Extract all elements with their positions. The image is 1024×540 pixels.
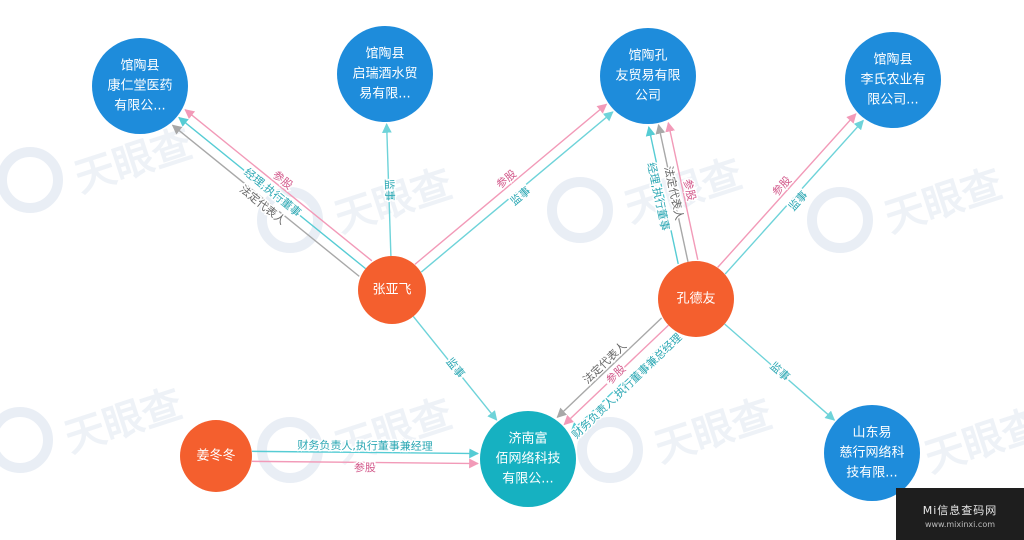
edge-line xyxy=(252,448,480,459)
corner-badge-url: www.mixinxi.com xyxy=(924,520,996,529)
edge-line xyxy=(420,111,614,273)
node-circle[interactable] xyxy=(337,26,433,122)
node-circle[interactable] xyxy=(358,256,426,324)
watermark-text: 天眼查 xyxy=(879,161,1007,242)
node-label: 山东易 xyxy=(852,426,891,441)
edge-line xyxy=(570,331,676,433)
node-label: 馆陶县 xyxy=(120,58,159,74)
watermark-text: 天眼查 xyxy=(329,161,457,242)
node-label: 康仁堂医药 xyxy=(107,78,172,94)
corner-badge-title: Mi信息查码网 xyxy=(922,504,998,517)
edge-line xyxy=(724,323,836,421)
node-label: 孔德友 xyxy=(676,291,715,307)
edge-label: 参股 xyxy=(769,173,794,199)
node-person[interactable]: 孔德友 xyxy=(658,261,734,337)
node-person[interactable]: 张亚飞 xyxy=(358,256,426,324)
edge-line xyxy=(556,317,663,418)
edge-label: 参股 xyxy=(681,178,699,202)
edge-line xyxy=(717,113,857,268)
edge-line xyxy=(724,119,864,275)
edge-line xyxy=(171,124,360,277)
node-label: 有限公... xyxy=(502,472,553,487)
edge-line xyxy=(645,126,679,265)
edge-line xyxy=(655,123,689,262)
edge-manager: 财务负责人,执行董事兼经理 xyxy=(252,436,480,459)
edge-label: 财务负责人,执行董事兼经理 xyxy=(297,438,433,453)
watermark-text: 天眼查 xyxy=(59,381,187,462)
watermark-logo-icon xyxy=(257,187,323,253)
corner-watermark-badge: Mi信息查码网 www.mixinxi.com xyxy=(896,488,1024,540)
edge-line xyxy=(178,116,367,270)
edge-shareholder: 参股 xyxy=(665,121,701,260)
node-circle[interactable] xyxy=(658,261,734,337)
node-company[interactable]: 馆陶县康仁堂医药有限公... xyxy=(92,38,188,134)
node-circle[interactable] xyxy=(824,405,920,501)
node-label: 馆陶孔 xyxy=(628,48,667,64)
node-label: 姜冬冬 xyxy=(196,448,235,464)
edge-line xyxy=(665,121,699,260)
node-label: 慈行网络科 xyxy=(839,445,904,461)
edge-line xyxy=(382,122,392,257)
node-label: 技有限... xyxy=(846,466,897,481)
node-label: 易有限... xyxy=(359,87,410,102)
watermark-logo-icon xyxy=(547,177,613,243)
node-company[interactable]: 馆陶县李氏农业有限公司... xyxy=(845,32,941,128)
watermark-logo-icon xyxy=(577,417,643,483)
node-label: 李氏农业有 xyxy=(860,73,925,88)
watermark-text: 天眼查 xyxy=(329,391,457,472)
node-target[interactable]: 济南富佰网络科技有限公... xyxy=(480,411,576,507)
edge-line xyxy=(184,109,373,262)
edge-line xyxy=(563,324,669,426)
edge-supervisor: 监事 xyxy=(381,122,398,257)
node-circle[interactable] xyxy=(845,32,941,128)
edge-line xyxy=(412,316,498,421)
node-circle[interactable] xyxy=(92,38,188,134)
edge-shareholder: 参股 xyxy=(563,324,669,426)
edge-label: 参股 xyxy=(493,166,519,191)
edge-shareholder: 参股 xyxy=(251,458,479,476)
node-person[interactable]: 姜冬冬 xyxy=(180,420,252,492)
node-label: 友贸易有限 xyxy=(615,68,680,84)
node-label: 启瑞酒水贸 xyxy=(352,67,417,82)
edge-line xyxy=(414,103,608,265)
node-circle[interactable] xyxy=(180,420,252,492)
edge-line xyxy=(251,458,479,469)
node-label: 佰网络科技 xyxy=(495,451,560,467)
edge-shareholder: 参股 xyxy=(184,109,373,262)
watermark-text: 天眼查 xyxy=(919,401,1024,482)
watermark-text: 天眼查 xyxy=(649,391,777,472)
watermark-logo-icon xyxy=(0,147,63,213)
edge-label: 监事 xyxy=(786,188,810,213)
edge-label: 参股 xyxy=(354,460,376,474)
node-label: 张亚飞 xyxy=(372,283,411,298)
node-company[interactable]: 馆陶县启瑞酒水贸易有限... xyxy=(337,26,433,122)
node-label: 济南富 xyxy=(508,431,547,447)
node-label: 馆陶县 xyxy=(873,52,912,68)
watermark-logo-icon xyxy=(807,187,873,253)
node-company[interactable]: 山东易慈行网络科技有限... xyxy=(824,405,920,501)
edge-label: 监事 xyxy=(382,179,396,201)
watermark-logo-icon xyxy=(257,417,323,483)
node-circle[interactable] xyxy=(480,411,576,507)
nodes-layer: 馆陶县康仁堂医药有限公...馆陶县启瑞酒水贸易有限...馆陶孔友贸易有限公司馆陶… xyxy=(92,26,941,507)
node-label: 馆陶县 xyxy=(365,46,404,62)
node-label: 限公司... xyxy=(867,93,918,108)
edge-label: 监事 xyxy=(508,184,533,208)
node-label: 有限公... xyxy=(114,99,165,114)
node-circle[interactable] xyxy=(600,28,696,124)
watermark-logo-icon xyxy=(0,407,53,473)
node-label: 公司 xyxy=(635,89,661,104)
